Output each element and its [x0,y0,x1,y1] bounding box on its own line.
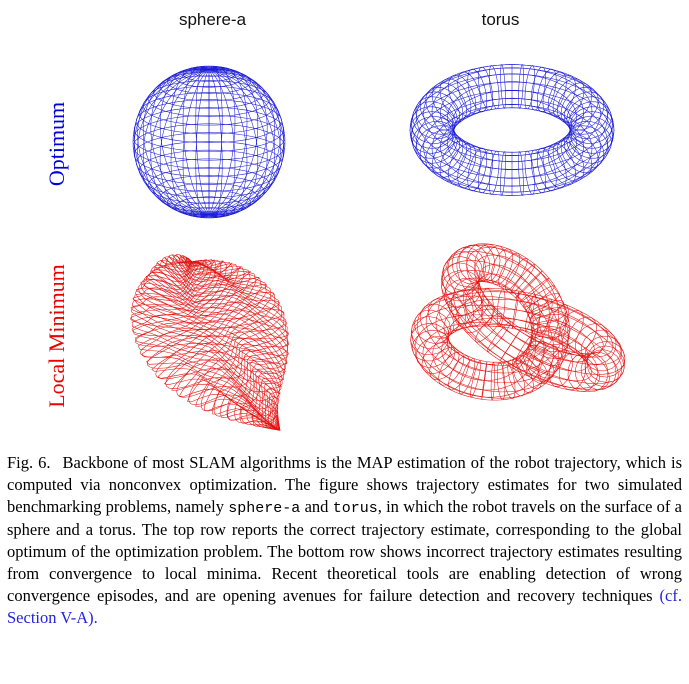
caption-mono-torus: torus [332,499,378,517]
row-label-local-minimum: Local Minimum [44,264,69,408]
caption-text: and [300,496,333,516]
caption-text: , in which the robot travels on the surf… [7,496,683,605]
wireframe-sphere-local-minimum [130,254,290,431]
caption-mono-sphere-a: sphere-a [228,499,301,517]
caption-fig-label: Fig. 6. [7,453,51,472]
figure-caption: Fig. 6.Backbone of most SLAM algorithms … [7,452,682,628]
row-label-optimum: Optimum [44,101,69,187]
wireframe-torus-local-minimum [410,243,626,401]
wireframe-sphere-optimum [132,65,286,219]
column-header-torus: torus [481,10,520,29]
caption-text: Backbone of most SLAM algorithms is the … [7,453,683,516]
column-header-sphere-a: sphere-a [178,10,247,29]
caption-section-link[interactable]: (cf. Section V-A). [7,585,682,627]
wireframe-torus-optimum [409,64,615,196]
